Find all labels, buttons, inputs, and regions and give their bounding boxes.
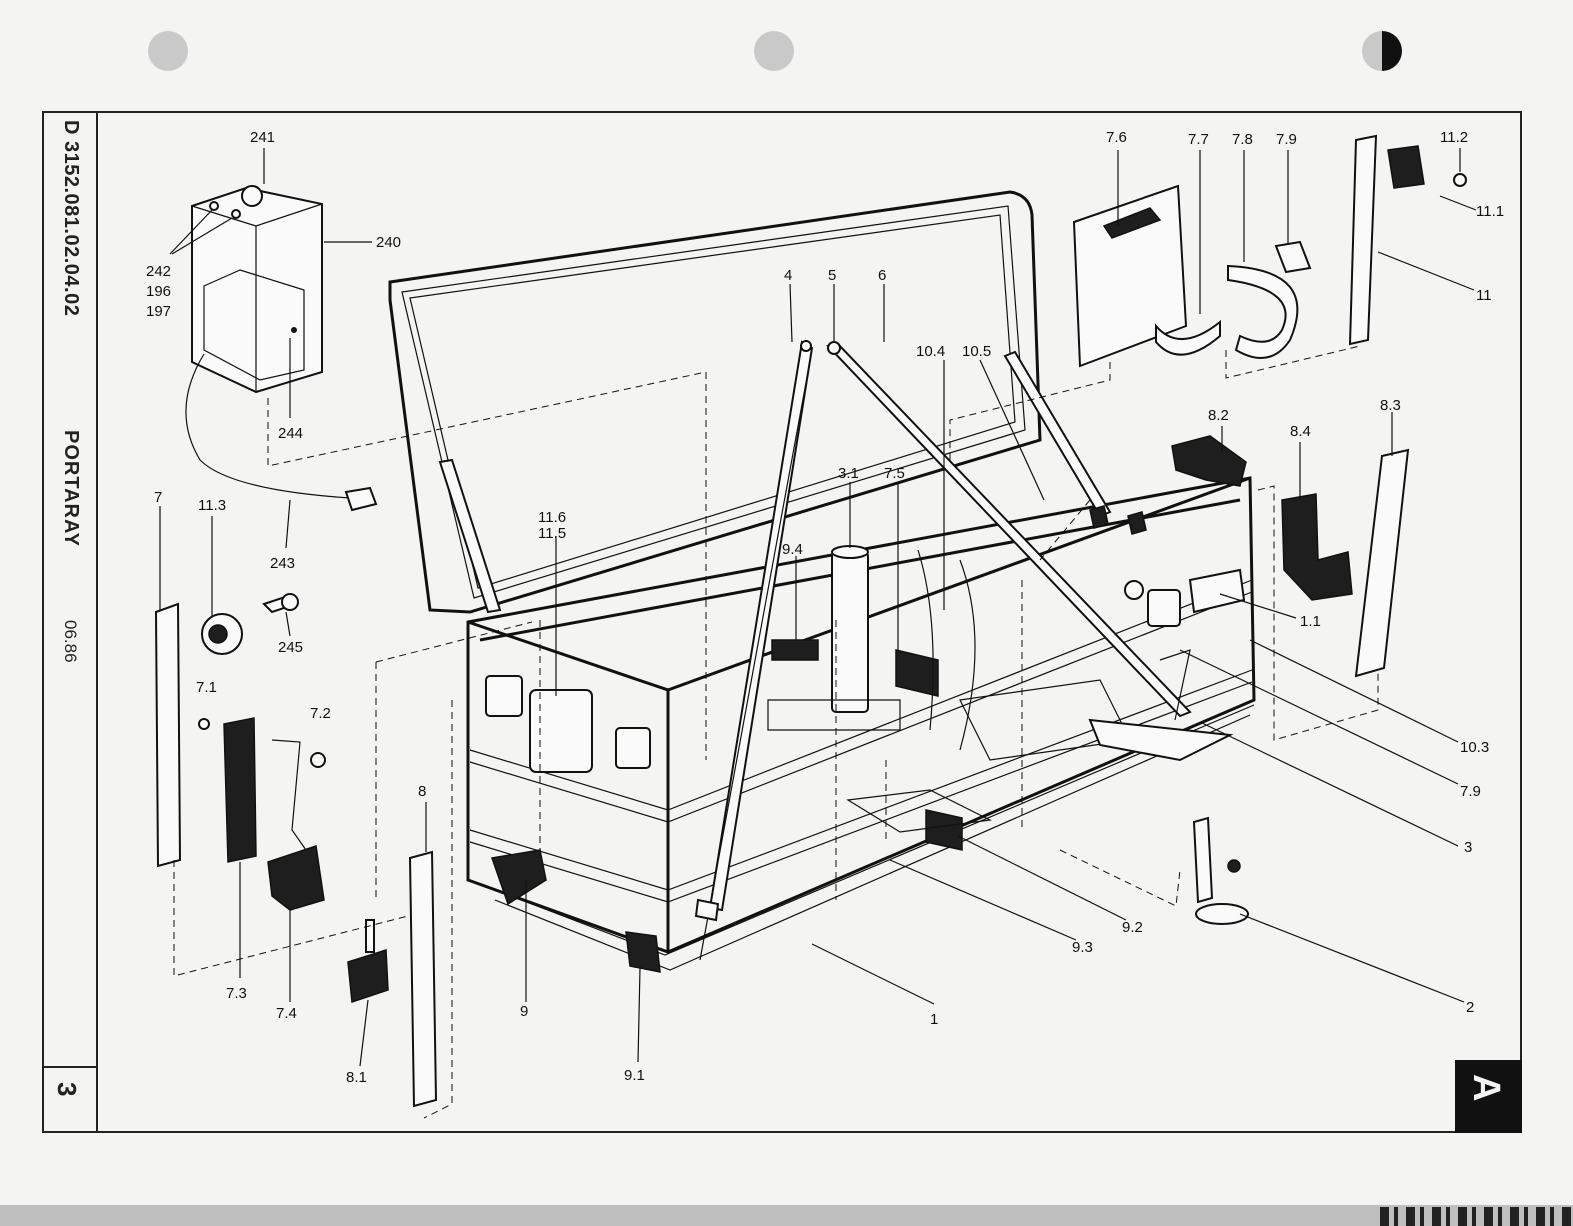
callout-labels: 241 240 242 196 197 244 243 245 7 11.3 7… [146, 129, 1504, 1086]
bracket-plate-7-6 [1074, 186, 1310, 366]
callout-240: 240 [376, 234, 401, 251]
callout-3-1: 3.1 [838, 465, 859, 482]
punch-hole-left [148, 31, 188, 71]
wall-rail-11 [1350, 136, 1466, 344]
callout-9-3: 9.3 [1072, 939, 1093, 956]
callout-9: 9 [520, 1003, 528, 1020]
right-brackets [1172, 436, 1408, 676]
callout-7-8: 7.8 [1232, 131, 1253, 148]
callout-7-5: 7.5 [884, 465, 905, 482]
callout-244: 244 [278, 425, 303, 442]
callout-245: 245 [278, 639, 303, 656]
callout-7-1: 7.1 [196, 679, 217, 696]
callout-9-2: 9.2 [1122, 919, 1143, 936]
callout-7-9-top: 7.9 [1276, 131, 1297, 148]
callout-7-9: 7.9 [1460, 783, 1481, 800]
document-number: D 3152.081.02.04.02 [59, 120, 82, 316]
callout-11-5: 11.5 [538, 525, 566, 542]
callout-8-4: 8.4 [1290, 423, 1311, 440]
callout-196: 196 [146, 283, 171, 300]
page-number: 3 [51, 1082, 82, 1096]
callout-7-2: 7.2 [310, 705, 331, 722]
callout-7-6: 7.6 [1106, 129, 1127, 146]
callout-11: 11 [1476, 287, 1492, 304]
callout-8-3: 8.3 [1380, 397, 1401, 414]
callout-11-6: 11.6 [538, 509, 566, 526]
wall-rail-8 [348, 852, 436, 1106]
sidebar-divider [42, 1066, 98, 1068]
callout-10-5: 10.5 [962, 343, 991, 360]
callout-3: 3 [1464, 839, 1472, 856]
callout-1-1: 1.1 [1300, 613, 1321, 630]
callout-241: 241 [250, 129, 275, 146]
punch-hole-right [1362, 31, 1402, 71]
power-supply-unit [186, 186, 376, 510]
callout-7-4: 7.4 [276, 1005, 297, 1022]
callout-9-4: 9.4 [782, 541, 803, 558]
clamp-2 [1194, 818, 1248, 924]
callout-8-1: 8.1 [346, 1069, 367, 1086]
callout-4: 4 [784, 267, 792, 284]
document-date: 06.86 [60, 620, 80, 663]
callout-7-7: 7.7 [1188, 131, 1209, 148]
callout-197: 197 [146, 303, 171, 320]
callout-11-3: 11.3 [198, 497, 226, 514]
case-lid [390, 192, 1040, 612]
exploded-parts-diagram: 241 240 242 196 197 244 243 245 7 11.3 7… [98, 113, 1520, 1131]
document-title: PORTARAY [59, 430, 82, 547]
callout-5: 5 [828, 267, 836, 284]
callout-1: 1 [930, 1011, 938, 1028]
callout-9-1: 9.1 [624, 1067, 645, 1084]
callout-8: 8 [418, 783, 426, 800]
scan-marks [1380, 1207, 1573, 1226]
callout-242: 242 [146, 263, 171, 280]
callout-11-2: 11.2 [1440, 129, 1468, 146]
punch-hole-center [754, 31, 794, 71]
callout-2: 2 [1466, 999, 1474, 1016]
callout-7: 7 [154, 489, 162, 506]
callout-6: 6 [878, 267, 886, 284]
callout-10-3: 10.3 [1460, 739, 1489, 756]
scan-edge [0, 1205, 1573, 1226]
callout-8-2: 8.2 [1208, 407, 1229, 424]
internal-parts [492, 506, 1244, 972]
callout-7-3: 7.3 [226, 985, 247, 1002]
callout-10-4: 10.4 [916, 343, 945, 360]
callout-243: 243 [270, 555, 295, 572]
callout-11-1: 11.1 [1476, 203, 1504, 220]
